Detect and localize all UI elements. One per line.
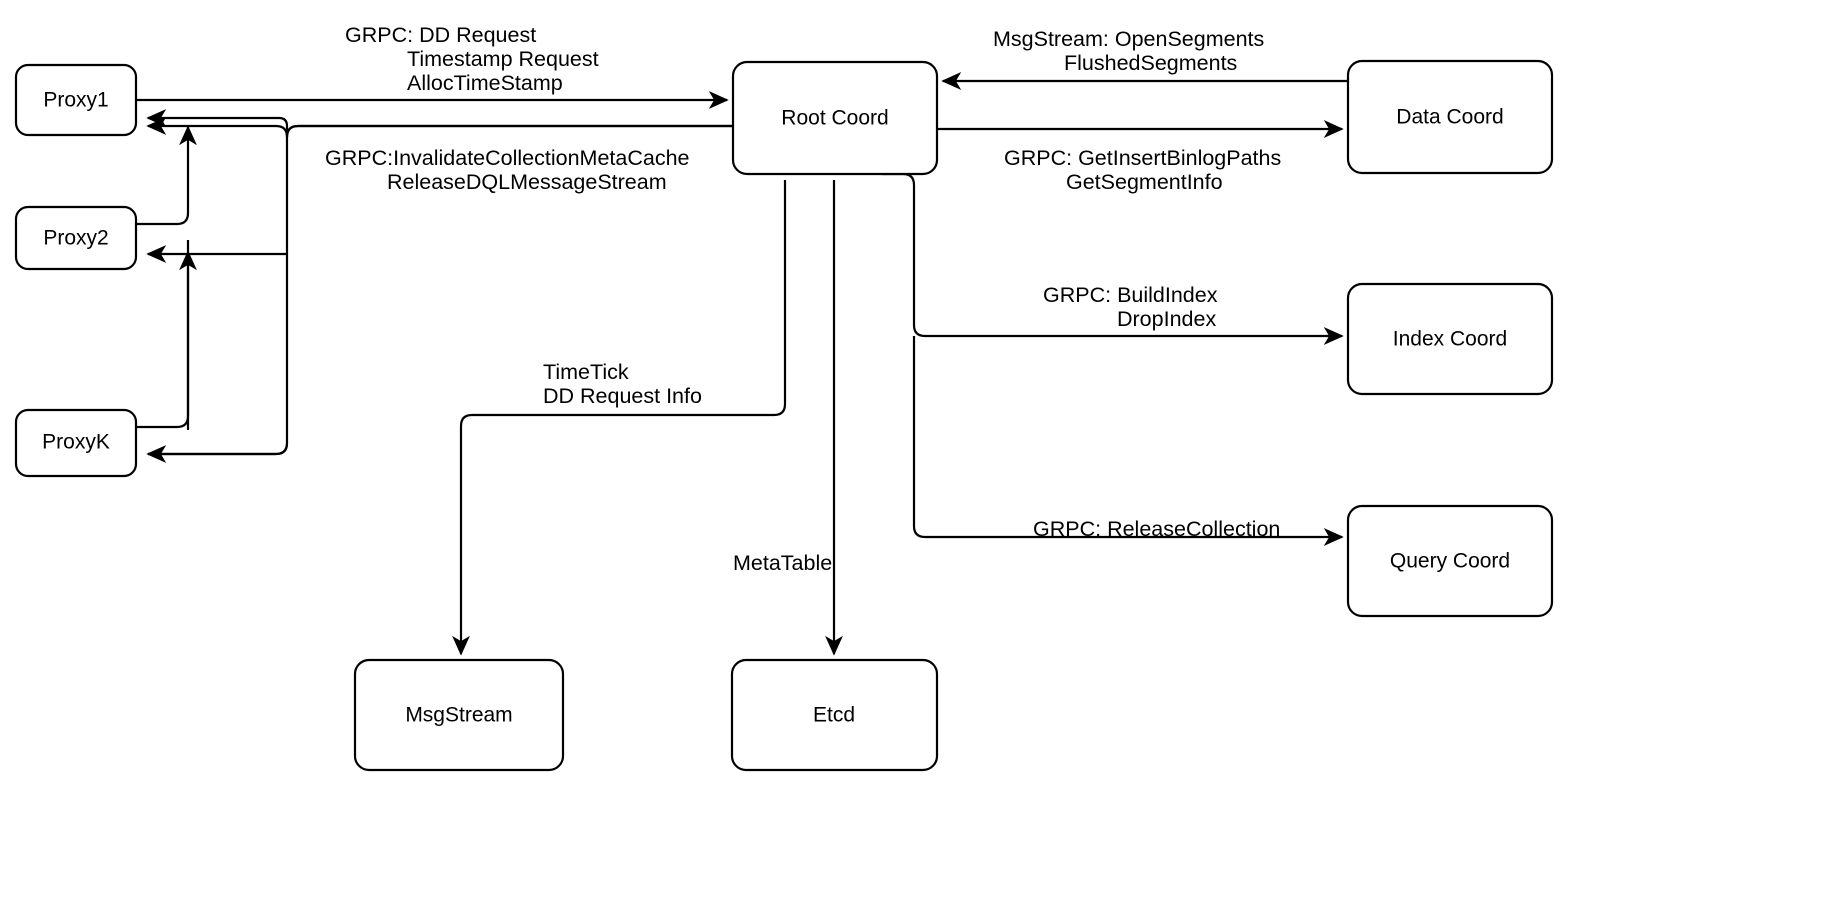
edge-proxy2-to-rootcoord [136,125,197,226]
node-label-etcd: Etcd [813,704,855,727]
edge-label-root-to-proxy-line2: ReleaseDQLMessageStream [387,170,667,194]
edge-label-root-to-data-line2: GetSegmentInfo [1066,170,1223,194]
node-querycoord[interactable]: Query Coord [1346,504,1554,618]
edge-label-root-to-query: GRPC: ReleaseCollection [1033,517,1280,541]
node-rootcoord[interactable]: Root Coord [731,60,939,176]
edge-label-root-to-msgstream-line1: TimeTick [543,360,629,384]
edge-label-root-to-proxy-line1: GRPC:InvalidateCollectionMetaCache [325,146,689,170]
edge-label-proxy-to-root-line2: Timestamp Request [407,47,599,71]
node-label-indexcoord: Index Coord [1393,328,1507,351]
node-label-rootcoord: Root Coord [781,107,888,130]
edge-label-root-to-data-line1: GRPC: GetInsertBinlogPaths [1004,146,1281,170]
node-label-proxyk: ProxyK [42,431,110,454]
edges-layer [136,72,1348,656]
edge-label-root-to-msgstream-line2: DD Request Info [543,384,702,408]
edge-label-root-to-index-line1: GRPC: BuildIndex [1043,283,1218,307]
edge-rootcoord-to-querycoord [912,336,1344,546]
edge-rootcoord-to-msgstream [452,180,787,656]
edge-rootcoord-to-proxy1-head [146,117,289,138]
edge-label-proxy-to-root-line3: AllocTimeStamp [407,71,563,95]
node-label-querycoord: Query Coord [1390,550,1510,573]
edge-label-data-to-root-line2: FlushedSegments [1064,51,1237,75]
node-msgstream[interactable]: MsgStream [353,658,565,772]
edge-label-proxy-to-root-line1: GRPC: DD Request [345,23,536,47]
node-etcd[interactable]: Etcd [730,658,939,772]
nodes-layer: Proxy1 Proxy2 ProxyK Root Coord Data Coo… [14,59,1554,772]
node-proxy2[interactable]: Proxy2 [14,205,138,271]
node-label-proxy1: Proxy1 [43,89,108,112]
node-datacoord[interactable]: Data Coord [1346,59,1554,175]
node-proxyk[interactable]: ProxyK [14,408,138,478]
edge-labels-layer: GRPC: DD Request Timestamp Request Alloc… [325,23,1281,575]
node-label-msgstream: MsgStream [405,704,512,727]
node-label-datacoord: Data Coord [1396,106,1503,129]
node-proxy1[interactable]: Proxy1 [14,63,138,137]
edge-rootcoord-to-proxyk [146,442,289,463]
edge-rootcoord-to-indexcoord [882,172,1344,345]
node-indexcoord[interactable]: Index Coord [1346,282,1554,396]
edge-label-root-to-etcd: MetaTable [733,551,832,575]
edge-rootcoord-to-proxy1 [146,109,733,139]
edge-proxyk-to-rootcoord [136,250,197,429]
edge-label-root-to-index-line2: DropIndex [1117,307,1216,331]
node-label-proxy2: Proxy2 [43,227,108,250]
edge-label-data-to-root-line1: MsgStream: OpenSegments [993,27,1264,51]
